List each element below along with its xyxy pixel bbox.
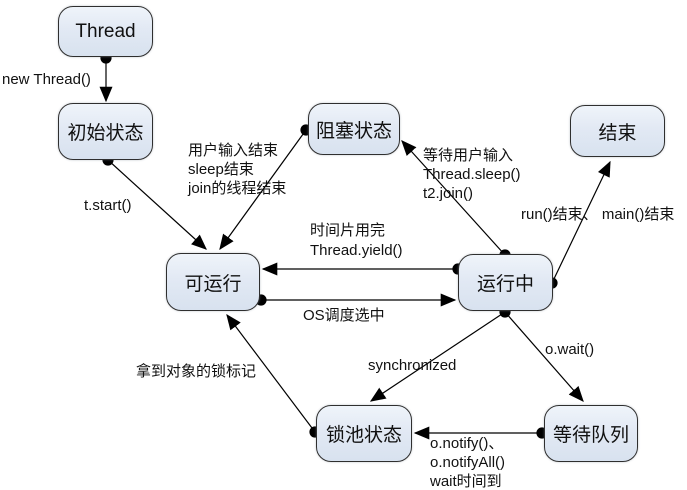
node-thread: Thread [58,6,153,57]
edge-label-yield: 时间片用完 Thread.yield() [310,222,403,259]
edge-label-new-thread: new Thread() [2,71,91,88]
node-running: 运行中 [458,254,553,311]
node-runnable: 可运行 [166,253,260,311]
node-initial: 初始状态 [58,103,153,160]
edge-label-to-finish: run()结束、 main()结束 [521,206,675,223]
edge-label-os-schedule: OS调度选中 [303,307,385,324]
node-finish: 结束 [570,105,665,157]
node-blocked: 阻塞状态 [308,103,400,155]
node-wait-queue: 等待队列 [544,405,638,462]
edge-label-blocked-to-runnable: 用户输入结束 sleep结束 join的线程结束 [188,142,287,197]
edge-label-synchronized: synchronized [368,357,457,374]
edge-label-running-to-blocked: 等待用户输入 Thread.sleep() t2.join() [423,147,521,202]
edge-label-got-lock: 拿到对象的锁标记 [136,363,257,380]
edge-label-notify: o.notify()、 o.notifyAll() wait时间到 [430,435,506,490]
node-lock-pool: 锁池状态 [316,405,412,462]
edge-new-thread [99,52,113,103]
edge-o-wait [504,311,584,402]
edge-label-t-start: t.start() [84,197,132,214]
edge-running-to-finish [546,160,611,289]
edge-synchronized [369,306,511,402]
edge-yield [261,262,464,276]
edge-os-schedule [255,293,457,307]
edge-label-o-wait: o.wait() [545,341,595,358]
